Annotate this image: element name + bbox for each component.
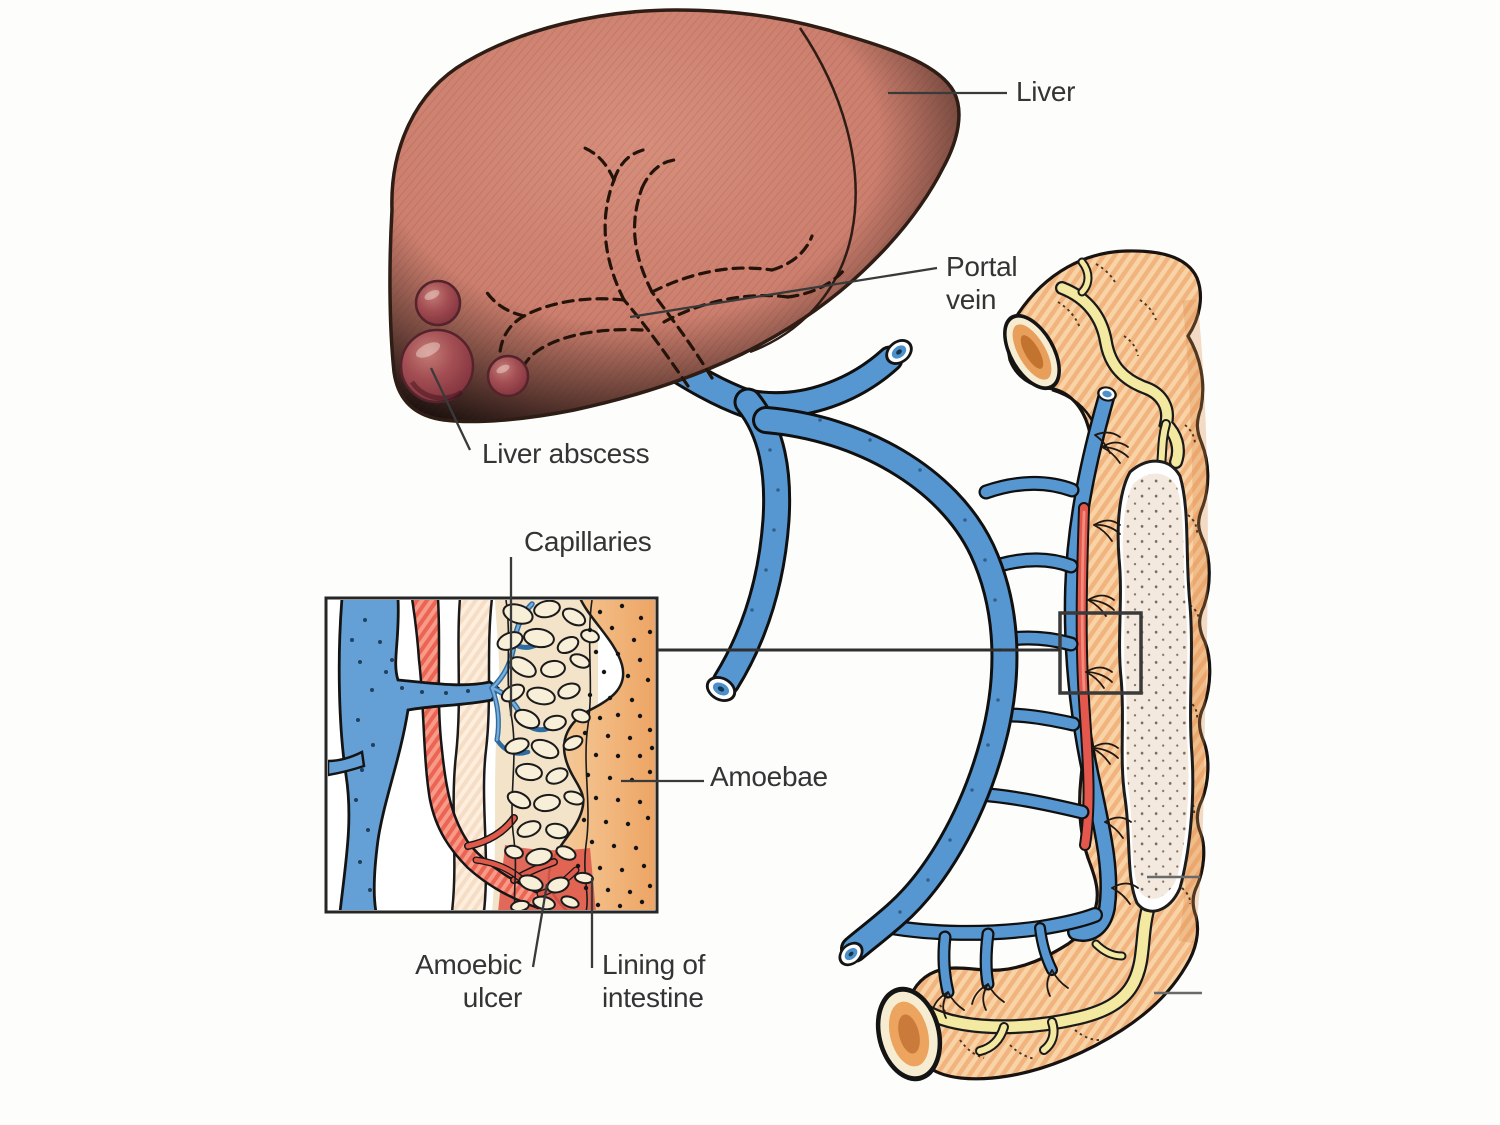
pointer-line-portal-vein [629, 266, 938, 319]
liver-lobe-divider [749, 27, 857, 354]
inset-vein-speckles [350, 618, 470, 892]
colon-shading [1178, 299, 1208, 944]
liver [388, 8, 961, 424]
vein-cut-end-superior [885, 339, 913, 365]
vein-cut-end-marginal [1097, 386, 1117, 402]
label-amoebae: Amoebae [710, 761, 828, 792]
pointer-line-liver-abscess [429, 367, 472, 451]
liver-texture [389, 10, 959, 422]
label-lining-of-intestine: Lining of intestine [602, 949, 706, 1013]
vein-speckles [750, 418, 1002, 914]
label-portal-vein: Portal vein [946, 251, 1018, 315]
colon-crease-lines [939, 263, 1201, 1060]
label-amoebic-ulcer: Amoebic ulcer [415, 949, 522, 1013]
amoebae-dots [575, 603, 655, 909]
liver-abscesses [399, 279, 530, 404]
inset-magnified-view [324, 596, 659, 914]
label-capillaries: Capillaries [524, 526, 652, 557]
inset-border [324, 596, 659, 914]
vein-cut-end-inferior [705, 676, 737, 702]
mesenteric-artery [1075, 502, 1095, 851]
pointer-lines [429, 91, 1202, 995]
portal-vein-trunk [637, 337, 1019, 963]
sigmoid-colon-cut-end [875, 986, 943, 1082]
portal-vein-network [637, 337, 1139, 1019]
label-liver-abscess: Liver abscess [482, 438, 650, 469]
intestine-lining-lumen [1116, 459, 1195, 913]
lumen-speckled-surface [1122, 473, 1189, 899]
intestine [875, 249, 1212, 1082]
callout-box [1058, 611, 1143, 695]
pointer-line-amoebic-ulcer [531, 883, 549, 968]
vein-cut-end-arc [838, 941, 864, 967]
transverse-colon-cut-end [1003, 313, 1061, 391]
label-liver: Liver [1016, 76, 1076, 107]
intrahepatic-portal-branches [482, 144, 846, 388]
